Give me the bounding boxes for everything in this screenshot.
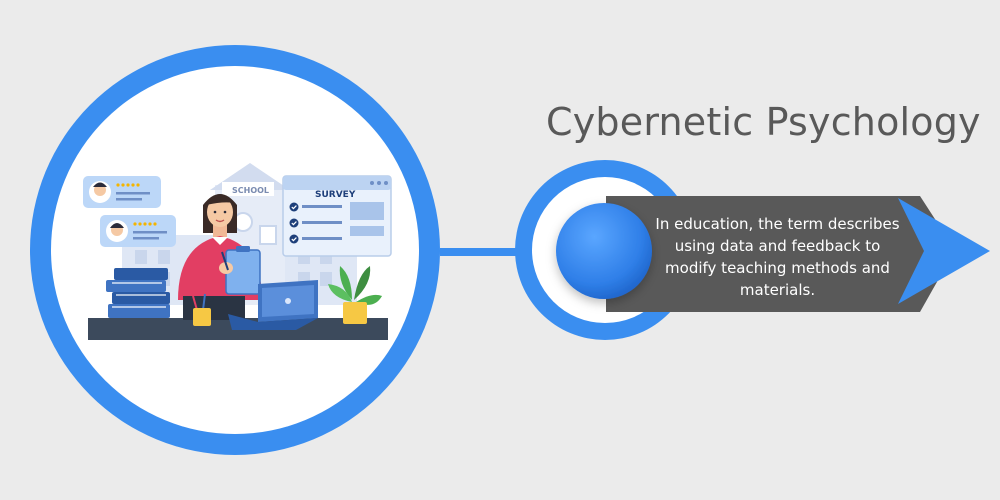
connector-line — [440, 248, 550, 256]
review-card-1 — [83, 176, 161, 208]
laptop-icon — [228, 280, 318, 330]
review-card-2 — [100, 215, 176, 247]
school-sign: SCHOOL — [232, 186, 269, 195]
books-icon — [106, 268, 170, 318]
checkbox-icon — [289, 202, 299, 244]
rating-stars-icon — [133, 222, 157, 226]
arrow-head-icon — [898, 198, 990, 304]
page-title: Cybernetic Psychology — [546, 100, 981, 144]
plant-icon — [328, 266, 382, 324]
description-text: In education, the term describes using d… — [655, 215, 900, 299]
node-dot — [556, 203, 652, 299]
teacher-figure — [178, 194, 262, 300]
description-banner — [606, 196, 955, 312]
illustration-scene: SCHOOL SURVEY — [83, 163, 392, 340]
survey-title: SURVEY — [315, 190, 356, 200]
rating-stars-icon — [116, 183, 140, 187]
pencil-cup-icon — [192, 293, 214, 326]
survey-window — [282, 175, 392, 257]
